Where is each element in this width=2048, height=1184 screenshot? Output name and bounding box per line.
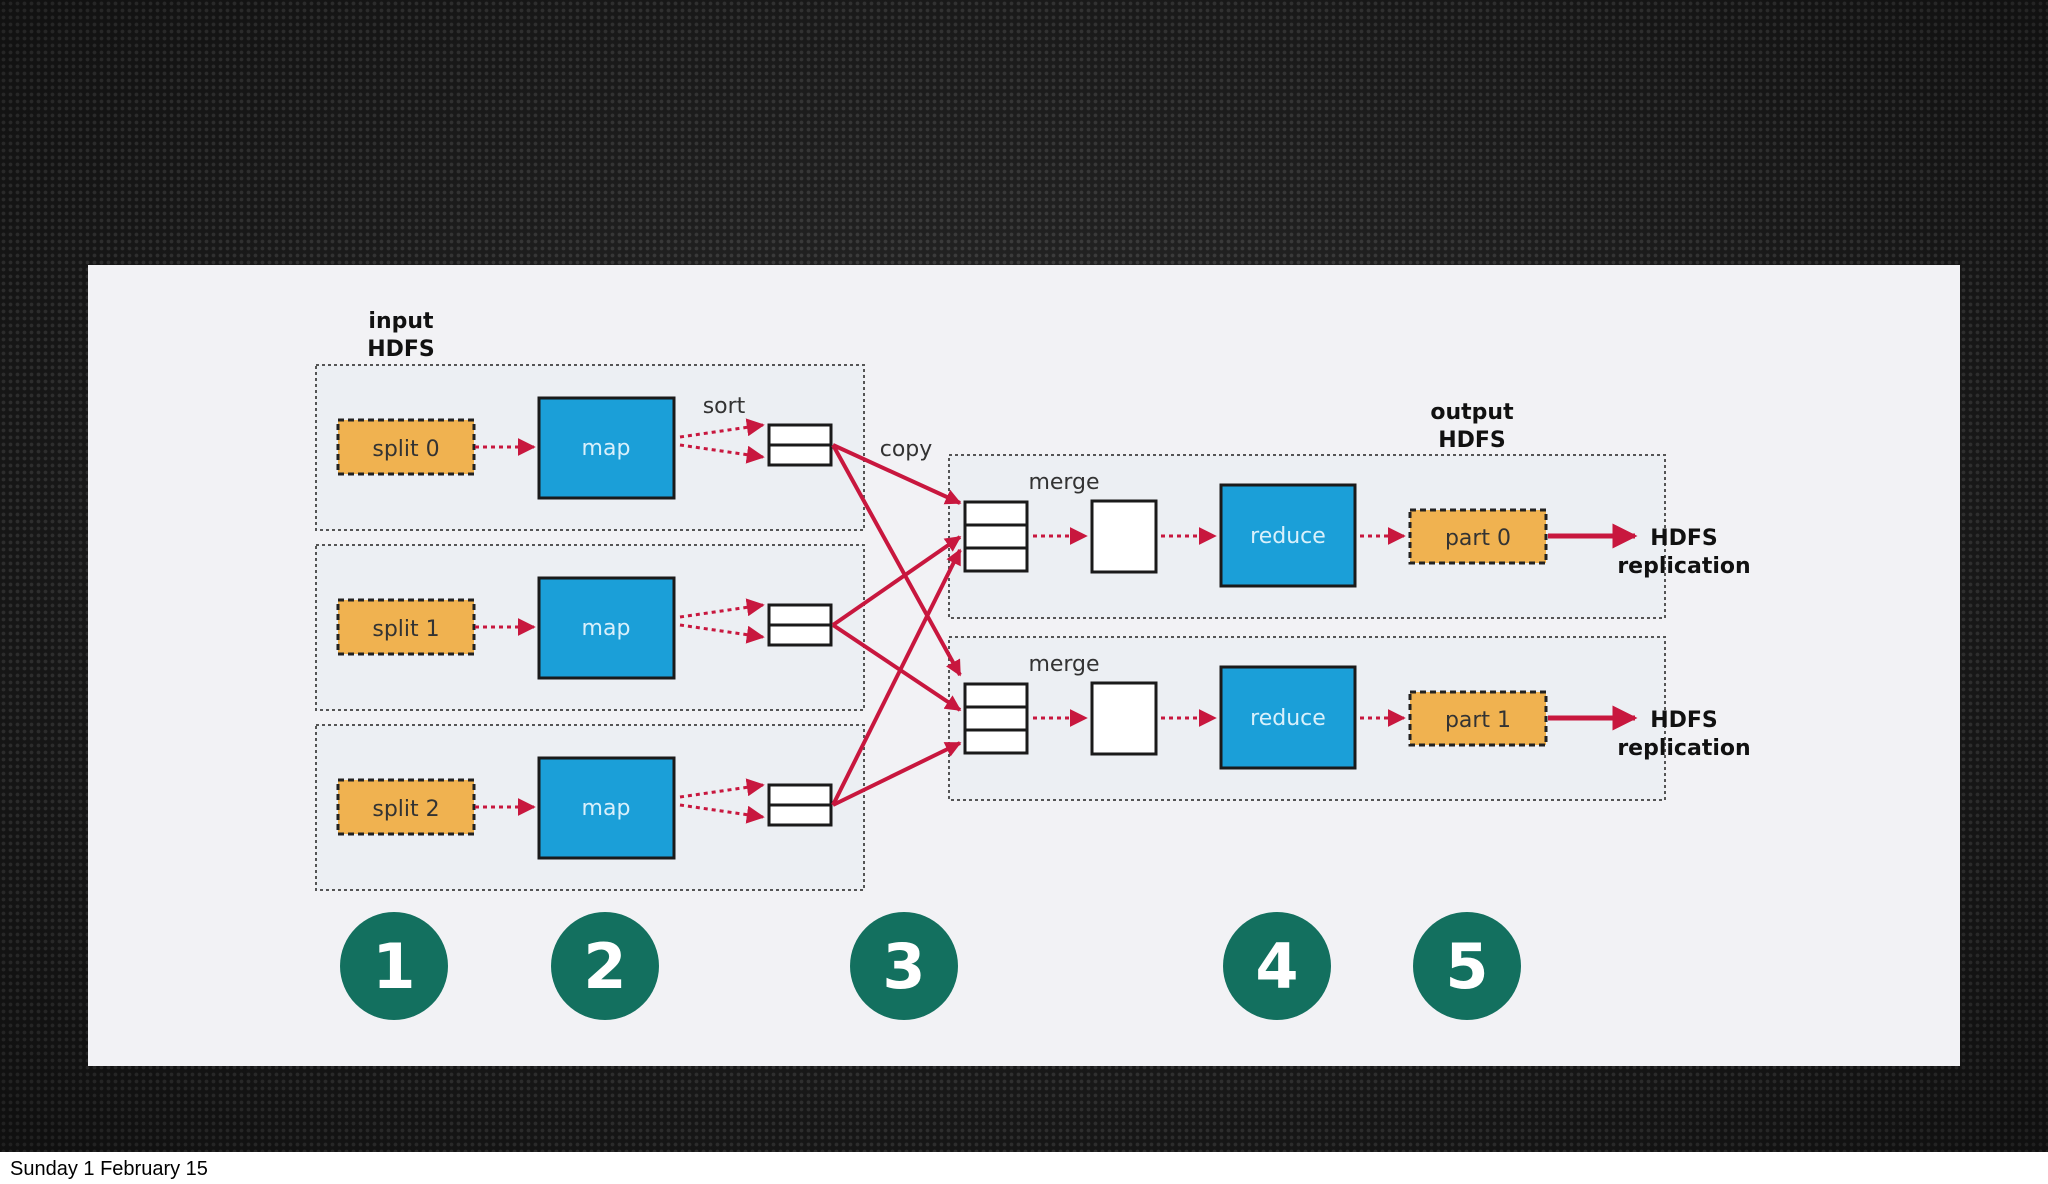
map-label-0: map [582, 436, 631, 461]
replication-label-0-line1: HDFS [1650, 526, 1718, 551]
replication-label-1-line1: HDFS [1650, 708, 1718, 733]
merged-output-1 [1090, 681, 1158, 756]
split-box-2 [336, 778, 476, 836]
map-sort-arrow-2b [679, 803, 765, 824]
reduce-label-1: reduce [1250, 706, 1326, 731]
step-number-3: 3 [882, 930, 925, 1003]
replication-label-0-line2: replication [1617, 554, 1750, 579]
copy-arrow-1-1 [831, 623, 962, 712]
step-circle-3 [850, 912, 958, 1020]
step-circle-1 [340, 912, 448, 1020]
merge-buffer-0 [963, 500, 1029, 573]
output-label-line1: output [1430, 400, 1514, 425]
reduce-label-0: reduce [1250, 524, 1326, 549]
part-label-1: part 1 [1445, 708, 1511, 733]
merged-output-0 [1090, 499, 1158, 574]
output-label-line2: HDFS [1438, 428, 1506, 453]
step-number-1: 1 [372, 930, 415, 1003]
split-box-0 [336, 418, 476, 476]
split-box-1 [336, 598, 476, 656]
step-circle-5 [1413, 912, 1521, 1020]
copy-label: copy [880, 437, 933, 462]
merge-label-0: merge [1028, 470, 1099, 495]
reduce-box-0 [1219, 483, 1357, 588]
copy-arrow-0-1 [831, 444, 962, 677]
step-circle-2 [551, 912, 659, 1020]
map-label-1: map [582, 616, 631, 641]
sort-label: sort [703, 394, 746, 419]
part-box-0 [1408, 508, 1548, 565]
split-label-0: split 0 [372, 437, 439, 462]
copy-arrow-2-1 [832, 741, 962, 807]
step-number-5: 5 [1445, 930, 1488, 1003]
copy-arrow-0-0 [832, 443, 962, 505]
map-sort-arrow-0b [679, 443, 765, 464]
slide: input HDFS output HDFS sort copy split 0… [88, 265, 1960, 1066]
step-number-4: 4 [1255, 930, 1298, 1003]
mapreduce-diagram: input HDFS output HDFS sort copy split 0… [315, 309, 1751, 1020]
map-box-2 [537, 756, 676, 860]
step-circle-4 [1223, 912, 1331, 1020]
split-label-1: split 1 [372, 617, 439, 642]
reduce-box-1 [1219, 665, 1357, 770]
step-number-2: 2 [583, 930, 626, 1003]
map-box-1 [537, 576, 676, 680]
merge-buffer-1 [963, 682, 1029, 755]
part-label-0: part 0 [1445, 526, 1511, 551]
copy-arrow-1-0 [831, 535, 962, 627]
footer-bar: Sunday 1 February 15 [0, 1152, 2048, 1184]
map-sort-arrow-2a [679, 778, 765, 799]
split-label-2: split 2 [372, 797, 439, 822]
input-label-line2: HDFS [367, 337, 435, 362]
part-box-1 [1408, 690, 1548, 747]
input-label-line1: input [368, 309, 434, 334]
map-sort-arrow-1b [679, 623, 765, 644]
map-sort-arrow-1a [679, 598, 765, 619]
footer-date: Sunday 1 February 15 [10, 1158, 208, 1180]
replication-label-1-line2: replication [1617, 736, 1750, 761]
map-box-0 [537, 396, 676, 500]
merge-label-1: merge [1028, 652, 1099, 677]
copy-arrow-2-0 [831, 548, 962, 806]
map-label-2: map [582, 796, 631, 821]
map-sort-arrow-0a [679, 418, 765, 439]
